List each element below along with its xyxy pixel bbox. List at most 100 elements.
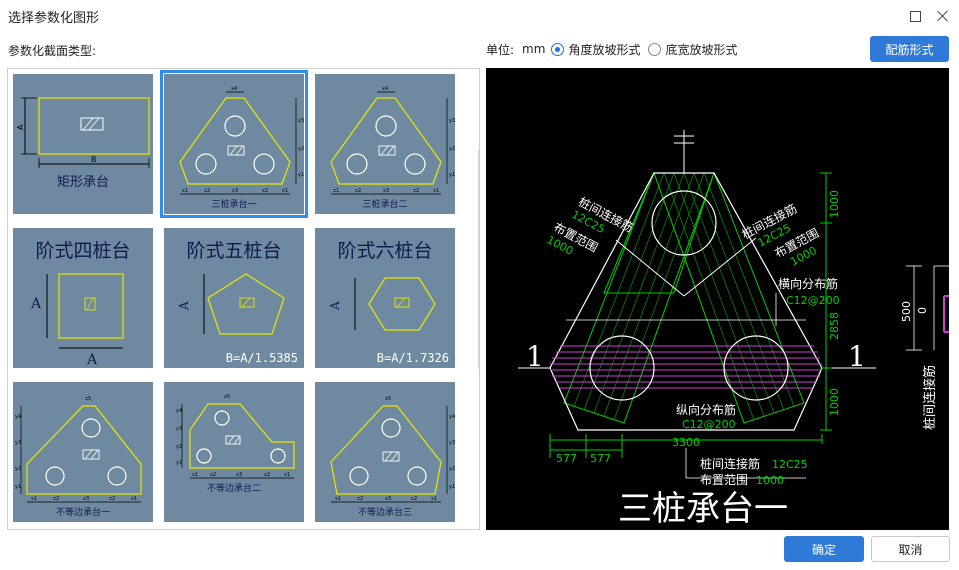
dim-right-3: 1000 [828,388,841,416]
dim-label: x3 [383,188,389,194]
dim-label: x1 [335,496,341,502]
rebar-transverse-spec: C12@200 [786,294,840,307]
radio-checked-icon [551,42,565,56]
gallery-item-unequal-cap-3[interactable]: x5 y4 y3 y2 y1 x1 x2 x3 x2 x1 不等边承台三 [315,382,455,522]
cancel-button[interactable]: 取消 [871,536,950,562]
rect-cap-diagram: A B [16,97,150,168]
dim-label: y2 [15,466,21,472]
stepped-four-pile-diagram: A A [30,273,124,368]
dim-right-1: 1000 [828,190,841,218]
dim-label: x1 [192,472,198,478]
dim-label: x5 [224,394,230,400]
dim-right-2: 2858 [828,312,841,340]
dim-label: x2 [413,188,419,194]
gallery-scrollbar[interactable] [478,149,479,369]
dim-label: y2 [449,146,455,152]
dim-label: x2 [355,188,361,194]
gallery-item-rect-cap[interactable]: A B 矩形承台 [13,74,153,214]
rebar-transverse-name: 横向分布筋 [778,276,838,291]
dim-label: y4 [449,414,455,420]
dim-label: x2 [411,496,417,502]
section-type-label: 参数化截面类型: [8,44,97,58]
dim-label: x3 [385,496,391,502]
gallery-item-three-pile-cap-1[interactable]: x4 y3 y2 y1 x1 x2 x3 x2 x1 三桩承台一 [160,70,308,218]
dim-label: x4 [231,86,237,92]
dim-bottom-3: 3300 [672,436,700,449]
dim-label: x1 [131,496,137,502]
dim-label: y1 [15,484,21,490]
rebar-longitudinal-name: 纵向分布筋 [676,402,736,417]
gallery-caption: 矩形承台 [56,175,109,190]
gallery-item-three-pile-cap-2[interactable]: x4 y3 y2 y1 x1 x2 x3 x2 x1 三桩承台二 [315,74,455,214]
dim-label: y3 [176,426,182,432]
dim-bottom-2: 577 [590,452,611,465]
radio-label: 底宽放坡形式 [665,42,738,57]
ok-button[interactable]: 确定 [784,536,864,562]
dim-label: x4 [382,86,388,92]
dim-label: y4 [15,414,21,420]
rebar-form-button[interactable]: 配筋形式 [870,36,949,62]
three-pile-cap-1-diagram: x4 y3 y2 y1 x1 x2 x3 x2 x1 [179,86,304,195]
dim-label: y4 [176,408,182,414]
shape-gallery: A B 矩形承台 x4 y3 y2 y1 x1 x2 x3 x2 x1 三桩承台 [7,68,480,530]
rebar-bottom-range-val: 1000 [756,474,784,487]
dim-label: y3 [449,440,455,446]
dim-label: y3 [298,118,304,124]
unequal-cap-1-diagram: x5 y4 y3 y2 y1 x1 x2 x3 x2 x1 [15,396,142,503]
radio-bottom-width-slope[interactable]: 底宽放坡形式 [648,41,737,58]
dim-label: A [177,301,191,311]
gallery-item-unequal-cap-2[interactable]: x5 y4 y3 y2 y1 x1 x2 x3 x2 x1 不等边承台二 [164,382,304,522]
dim-label: A [16,124,25,130]
gallery-item-stepped-four-pile[interactable]: A A 阶式四桩台 [13,228,153,368]
dim-label: x3 [236,472,242,478]
close-icon[interactable] [935,8,951,24]
dim-label: y2 [449,466,455,472]
dim-label: x2 [109,496,115,502]
side-dim-2: 0 [916,307,929,314]
gallery-caption: 阶式六桩台 [337,240,433,262]
radio-angle-slope[interactable]: 角度放坡形式 [551,41,640,58]
gallery-caption: 阶式五桩台 [186,240,282,262]
dim-label: x1 [333,188,339,194]
preview-drawing: 1 1 1000 2858 1000 577 577 3300 桩间连接筋 12… [518,130,949,529]
gallery-item-unequal-cap-1[interactable]: x5 y4 y3 y2 y1 x1 x2 x3 x2 x1 不等边承台一 [13,382,153,522]
dim-label: B [91,155,97,164]
section-mark-right: 1 [848,340,866,373]
title-bar: 选择参数化图形 [0,0,959,32]
dim-label: x5 [85,396,91,402]
dim-label: y2 [176,444,182,450]
radio-label: 角度放坡形式 [568,42,641,57]
maximize-icon[interactable] [907,8,923,24]
side-label: 桩间连接筋 [922,365,938,430]
dim-bottom-1: 577 [556,452,577,465]
dim-label: x1 [282,188,288,194]
preview-title: 三桩承台一 [618,489,788,529]
dim-label: x2 [264,472,270,478]
gallery-caption: 三桩承台一 [211,200,257,210]
rebar-longitudinal-spec: C12@200 [682,418,736,431]
gallery-item-stepped-six-pile[interactable]: A 阶式六桩台 B=A/1.7326 [315,228,455,368]
window-title: 选择参数化图形 [8,11,100,26]
dim-label: x1 [182,188,188,194]
unequal-cap-2-diagram: x5 y4 y3 y2 y1 x1 x2 x3 x2 x1 [176,394,295,479]
gallery-item-stepped-five-pile[interactable]: A 阶式五桩台 B=A/1.5385 [164,228,304,368]
unit-row: 单位: mm 角度放坡形式 底宽放坡形式 [486,40,745,58]
dim-label: x1 [284,472,290,478]
dim-label: y1 [176,460,182,466]
unit-label: 单位: [486,42,515,57]
stepped-five-pile-diagram: A [177,273,285,335]
gallery-caption: 不等边承台一 [55,508,110,518]
gallery-formula: B=A/1.5385 [225,351,298,365]
dim-label: x2 [204,188,210,194]
cad-preview: 1 1 1000 2858 1000 577 577 3300 桩间连接筋 12… [486,68,949,530]
dim-label: A [328,301,342,311]
rebar-bottom-name: 桩间连接筋 [700,456,760,471]
side-dim-1: 500 [900,301,913,322]
gallery-caption: 不等边承台二 [206,484,261,494]
gallery-formula: B=A/1.7326 [376,351,449,365]
three-pile-cap-2-diagram: x4 y3 y2 y1 x1 x2 x3 x2 x1 [330,86,455,195]
dim-label: A [30,296,42,312]
gallery-caption: 不等边承台三 [357,508,412,518]
dim-label: y1 [449,172,455,178]
rebar-bottom-spec: 12C25 [772,458,808,471]
